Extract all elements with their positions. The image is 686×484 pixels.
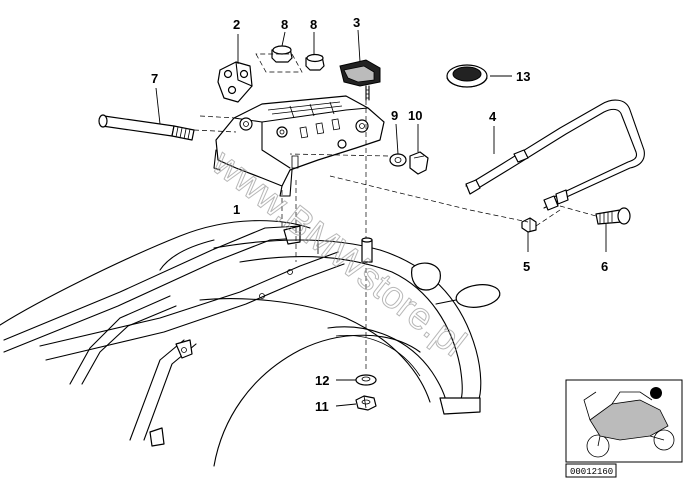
knob-part-3 <box>339 59 381 101</box>
reference-box <box>565 463 617 478</box>
nut-part-5 <box>521 217 537 233</box>
rear-frame <box>0 220 345 447</box>
washer-part-12 <box>355 374 377 386</box>
callout-12: 12 <box>315 373 329 388</box>
washer-part-9 <box>389 153 407 167</box>
callout-8a: 8 <box>281 17 288 32</box>
cap-nut-part-10 <box>409 151 429 175</box>
rubber-buffer-part-8a <box>271 45 293 63</box>
callout-13: 13 <box>516 69 530 84</box>
grab-bar-part-4 <box>465 99 645 211</box>
leader-lines <box>155 29 607 407</box>
bracket-part-2 <box>217 61 253 103</box>
carrier-base-part-1 <box>213 95 385 197</box>
callout-9: 9 <box>391 108 398 123</box>
callout-5: 5 <box>523 259 530 274</box>
callout-2: 2 <box>233 17 240 32</box>
badge-part-13 <box>446 64 488 88</box>
assembly-lines <box>199 100 597 372</box>
rubber-buffer-part-8b <box>305 53 325 71</box>
bolt-part-6 <box>595 207 631 225</box>
rod-part-7 <box>98 114 237 141</box>
callout-labels: 1 2 3 4 5 6 7 8 8 9 10 11 12 13 <box>151 15 608 414</box>
rear-fender <box>199 239 501 467</box>
callout-1: 1 <box>233 202 240 217</box>
callout-7: 7 <box>151 71 158 86</box>
reference-number: 00012160 <box>570 467 613 477</box>
locator-dot <box>650 387 662 399</box>
callout-4: 4 <box>489 109 497 124</box>
watermark-text: www.BMWstore.pl <box>204 141 474 365</box>
callout-11: 11 <box>315 399 329 414</box>
buffer-group-frame <box>255 53 303 73</box>
nut-part-11 <box>355 395 377 411</box>
motorcycle-thumbnail <box>565 379 683 463</box>
callout-10: 10 <box>408 108 422 123</box>
callout-8b: 8 <box>310 17 317 32</box>
callout-3: 3 <box>353 15 360 30</box>
callout-6: 6 <box>601 259 608 274</box>
